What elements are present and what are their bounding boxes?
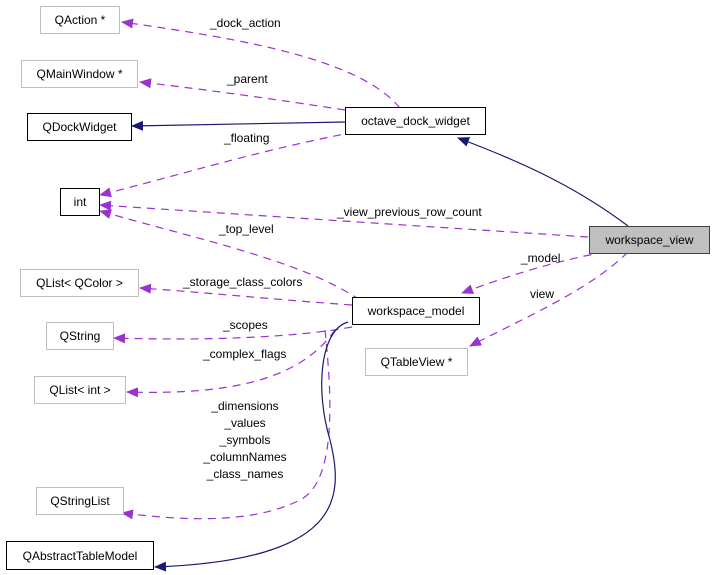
edge-inherit-octave-dock-widget (457, 137, 629, 227)
node-qabstracttablemodel[interactable]: QAbstractTableModel (6, 541, 154, 570)
label-scopes: _scopes (223, 318, 268, 332)
edge-top-level (99, 209, 361, 301)
edge-view-previous-row-count (99, 200, 589, 238)
node-qmainwindow[interactable]: QMainWindow * (21, 60, 138, 88)
node-qstring[interactable]: QString (46, 322, 114, 350)
edge-view (469, 251, 629, 347)
edge-parent (139, 78, 346, 111)
node-workspace-model[interactable]: workspace_model (352, 297, 480, 325)
node-qlist-qcolor[interactable]: QList< QColor > (20, 269, 139, 297)
label-symbols: _symbols (219, 433, 271, 447)
label-parent: _parent (227, 72, 268, 86)
edge-scopes (113, 326, 353, 344)
label-columnnames: _columnNames (203, 450, 287, 464)
node-qaction[interactable]: QAction * (40, 6, 120, 34)
label-view: view (530, 287, 555, 301)
label-complex-flags: _complex_flags (203, 347, 287, 361)
label-floating: _floating (224, 131, 270, 145)
edge-inherit-qabstracttablemodel (154, 321, 349, 572)
node-int[interactable]: int (60, 188, 100, 216)
label-class-names: _class_names (206, 467, 284, 481)
edge-dock-action (121, 18, 401, 109)
label-top-level: _top_level (219, 222, 274, 236)
edge-complex-flags (126, 329, 336, 398)
label-storage-class-colors: _storage_class_colors (183, 275, 303, 289)
node-qtableview[interactable]: QTableView * (365, 348, 468, 376)
edge-storage-class-colors (139, 283, 353, 306)
node-octave-dock-widget[interactable]: octave_dock_widget (345, 107, 486, 135)
label-stringlist-members: _dimensions _values _symbols _columnName… (200, 398, 290, 483)
node-qdockwidget[interactable]: QDockWidget (27, 113, 132, 141)
label-dock-action: _dock_action (210, 16, 281, 30)
node-qlist-int[interactable]: QList< int > (34, 376, 126, 404)
edge-floating (99, 131, 356, 198)
label-model: _model (521, 251, 561, 265)
label-values: _values (224, 416, 266, 430)
node-qstringlist[interactable]: QStringList (36, 487, 124, 515)
label-view-previous-row-count: _view_previous_row_count (337, 205, 482, 219)
node-workspace-view[interactable]: workspace_view (589, 226, 710, 254)
edge-model (461, 251, 606, 294)
label-dimensions: _dimensions (211, 399, 279, 413)
edge-inherit-qdockwidget (131, 120, 346, 131)
edge-stringlist (121, 329, 331, 520)
